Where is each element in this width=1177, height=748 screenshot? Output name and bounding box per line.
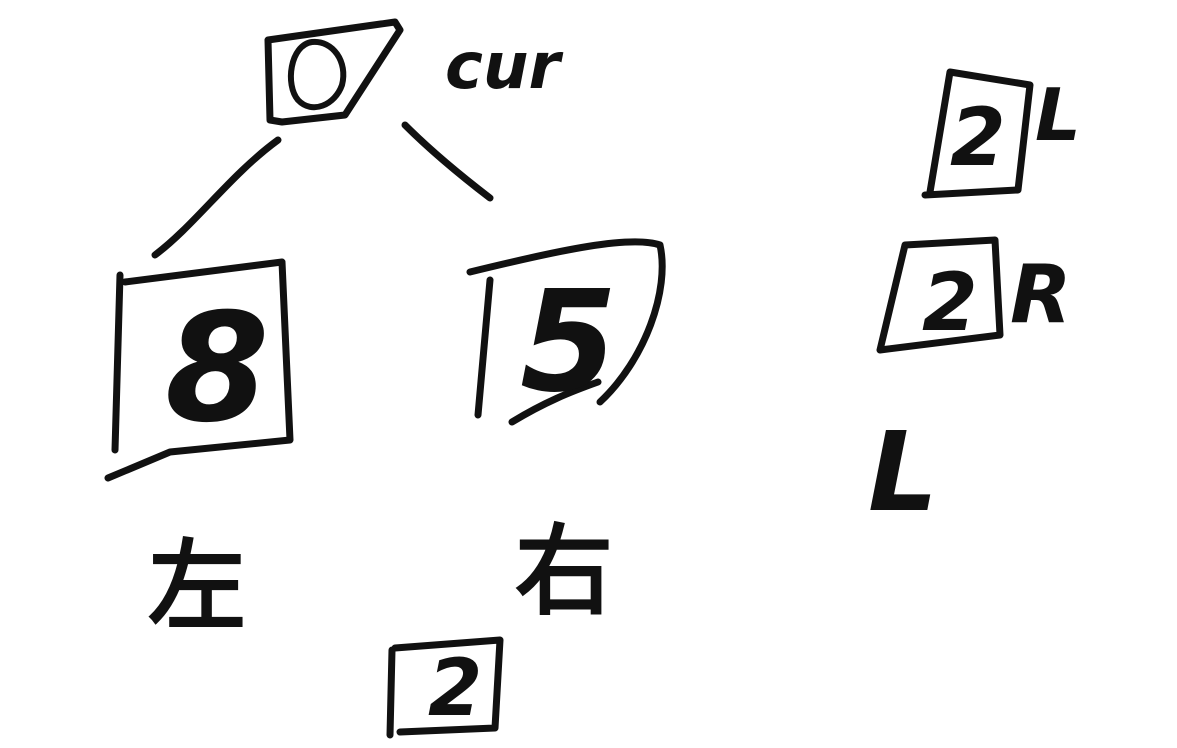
stack: 2 L 2 R L [868,68,1081,536]
stack-item-2: 2 R [876,236,1072,354]
bottom-node-box [386,636,504,739]
root-node-label: cur [445,30,564,104]
right-side-label: 右 [515,515,613,629]
bottom-node-value: 2 [428,644,482,734]
edge-root-to-left [151,136,282,259]
left-child-node-value: 8 [165,282,269,456]
root-node-box [264,18,404,126]
stack-item-2-tag: R [1010,248,1072,341]
root-node: 0 [264,18,404,126]
left-child-node: 8 [104,258,294,482]
stack-item-1-tag: L [1035,73,1081,157]
bottom-node: 2 [386,636,504,739]
stack-item-2-value: 2 [922,256,978,349]
root-node-inner-ring [287,38,347,111]
stack-item-1: 2 L [921,68,1081,199]
left-child-node-box [104,258,294,482]
right-child-node-value: 5 [520,261,617,424]
left-side-label: 左 [148,530,246,644]
right-child-node-box [466,238,666,426]
edge-root-to-right [401,121,494,202]
stack-trailing-tag: L [868,408,938,536]
stack-item-2-box [876,236,1004,354]
stack-item-1-value: 2 [950,91,1006,184]
right-child-node: 5 [466,238,666,426]
stack-item-1-box [921,68,1034,199]
